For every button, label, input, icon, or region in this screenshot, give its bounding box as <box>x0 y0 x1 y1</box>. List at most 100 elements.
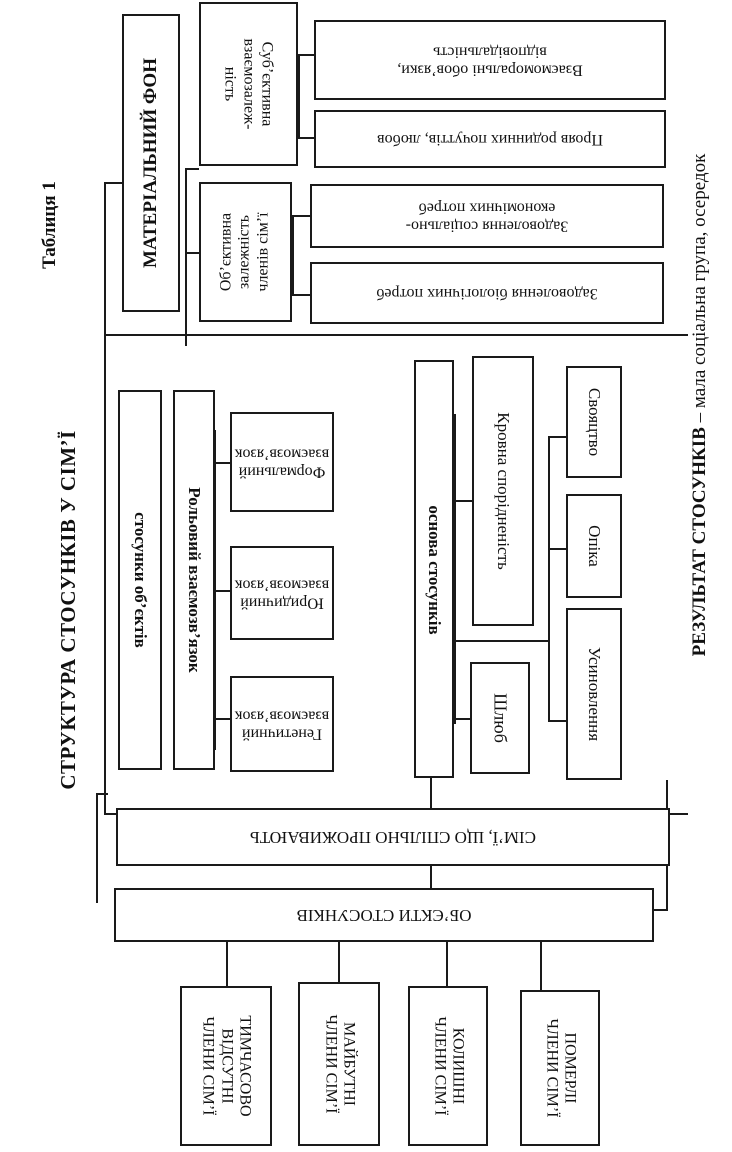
temporary-line-1: ТИМЧАСОВО <box>236 1015 254 1117</box>
objective-line-3: членів сім’ї <box>254 212 272 292</box>
temporary-line-3: ЧЛЕНИ СІМ’Ї <box>199 1016 217 1116</box>
legal-text: Юридичний взаємозв’язок <box>234 575 330 612</box>
former-members-box <box>408 986 488 1146</box>
genetic-box <box>230 676 334 772</box>
role-to-formal <box>214 462 230 464</box>
guardianship-box <box>566 494 622 598</box>
former-members-text: КОЛИШНІ ЧЛЕНИ СІМ’Ї <box>430 1016 467 1115</box>
basis-text: основа стосунків <box>424 505 444 635</box>
objects-text: ОБ’ЄКТИ СТОСУНКІВ <box>296 905 472 925</box>
legal-box <box>230 546 334 640</box>
needs-bio-text: Задоволення біологічних потреб <box>376 285 598 303</box>
needs-soc-line-1: Задоволення соціально- <box>405 217 569 235</box>
basis-bar <box>454 414 456 724</box>
objective-line-2: залежність <box>235 214 253 290</box>
needs-soc-text: Задоволення соціально- економічних потре… <box>405 198 569 235</box>
inlaws-box <box>566 366 622 478</box>
adoption-text: Усиновлення <box>584 646 604 742</box>
families-to-frame <box>430 778 432 812</box>
role-to-genetic <box>214 718 230 720</box>
inlaws-text: Свояцтво <box>584 387 604 457</box>
objective-box <box>199 182 292 322</box>
subjective-line-3: ність <box>221 66 239 102</box>
former-line-1: КОЛИШНІ <box>449 1027 467 1105</box>
subjective-text: Суб’єктивна взаємозалеж- ність <box>220 38 276 130</box>
future-members-text: МАЙБУТНІ ЧЛЕНИ СІМ’Ї <box>321 1014 358 1114</box>
moral-box <box>314 20 666 100</box>
objective-spine <box>292 215 294 295</box>
needs-soc-line-2: економічних потреб <box>418 199 556 216</box>
future-members-box <box>298 982 380 1146</box>
objects-relations-text: стосунки об’єктів <box>130 512 150 648</box>
link-former <box>446 940 448 986</box>
objects-relations-box <box>118 390 162 770</box>
legal-line-1: Юридичний <box>240 594 324 612</box>
objective-to-soc <box>292 215 310 217</box>
link-future <box>338 940 340 982</box>
feelings-box <box>314 110 666 168</box>
subjective-to-moral <box>298 54 314 56</box>
moral-line-2: відповідальність <box>433 43 547 60</box>
needs-bio-box <box>310 262 664 324</box>
subjective-to-feel <box>298 137 314 139</box>
temporary-members-text: ТИМЧАСОВО ВІДСУТНІ ЧЛЕНИ СІМ’Ї <box>198 1015 254 1117</box>
basis-box <box>414 360 454 778</box>
branch-spine <box>548 436 550 722</box>
subjective-link <box>185 168 199 170</box>
deceased-members-box <box>520 990 600 1146</box>
branch-adoption <box>548 720 566 722</box>
formal-line-1: Формальний <box>238 463 326 481</box>
genetic-text: Генетичний взаємозв’язок <box>234 706 330 743</box>
subjective-line-2: взаємозалеж- <box>240 38 258 130</box>
role-link-text: Рольовий взаємозв’язок <box>184 487 204 673</box>
temporary-members-box <box>180 986 272 1146</box>
legal-line-2: взаємозв’язок <box>234 576 330 593</box>
temporary-line-2: ВІДСУТНІ <box>218 1028 236 1104</box>
result-rest: – мала соціальна група, осередок <box>689 153 711 428</box>
kinship-box <box>472 356 534 626</box>
future-line-2: ЧЛЕНИ СІМ’Ї <box>322 1014 339 1114</box>
outer-left-top <box>96 793 108 795</box>
families-box <box>116 808 670 866</box>
material-box <box>122 14 180 312</box>
main-frame-left <box>104 334 106 814</box>
feelings-text: Прояв родинних почуттів, любов <box>377 131 603 149</box>
adoption-box <box>566 608 622 780</box>
subjective-box <box>199 2 298 166</box>
genetic-line-1: Генетичний <box>241 725 323 743</box>
marriage-text: Шлюб <box>490 693 511 743</box>
frame-link-material <box>104 182 106 336</box>
frame-link-material-h <box>104 182 122 184</box>
formal-line-2: взаємозв’язок <box>234 445 330 462</box>
future-line-1: МАЙБУТНІ <box>340 1022 358 1106</box>
main-frame-top <box>104 334 688 336</box>
result-bold: РЕЗУЛЬТАТ СТОСУНКІВ <box>689 427 711 657</box>
branch-inlaws <box>548 436 566 438</box>
objects-to-result-h <box>652 909 668 911</box>
basis-to-marriage <box>454 718 472 720</box>
marriage-box <box>470 662 530 774</box>
deceased-line-2: ЧЛЕНИ СІМ’Ї <box>543 1018 560 1118</box>
kinship-text: Кровна спорідненість <box>493 412 513 570</box>
moral-text: Взаємоморальні обов’язки, відповідальніс… <box>397 42 583 79</box>
subjective-spine <box>298 54 300 138</box>
formal-text: Формальний взаємозв’язок <box>234 444 330 481</box>
formal-box <box>230 412 334 512</box>
kinship-to-branches <box>454 640 550 642</box>
families-text: СІМ’Ї, ЩО СПІЛЬНО ПРОЖИВАЮТЬ <box>249 827 537 847</box>
objective-line-1: Об’єктивна <box>217 212 235 292</box>
moral-line-1: Взаємоморальні обов’язки, <box>397 61 583 79</box>
table-label: Таблиця 1 <box>39 181 61 269</box>
role-link-box <box>173 390 215 770</box>
result-caption: РЕЗУЛЬТАТ СТОСУНКІВ – мала соціальна гру… <box>689 154 711 657</box>
main-title: СТРУКТУРА СТОСУНКІВ У СІМ’Ї <box>55 430 80 790</box>
objective-link <box>185 252 199 254</box>
objective-to-bio <box>292 294 310 296</box>
deceased-members-text: ПОМЕРЛІ ЧЛЕНИ СІМ’Ї <box>542 1018 579 1118</box>
needs-soc-box <box>310 184 664 248</box>
genetic-line-2: взаємозв’язок <box>234 707 330 724</box>
branch-guardianship <box>548 548 566 550</box>
deceased-line-1: ПОМЕРЛІ <box>561 1032 579 1104</box>
material-title: МАТЕРІАЛЬНИЙ ФОН <box>140 58 162 268</box>
outer-left-line <box>96 793 98 903</box>
